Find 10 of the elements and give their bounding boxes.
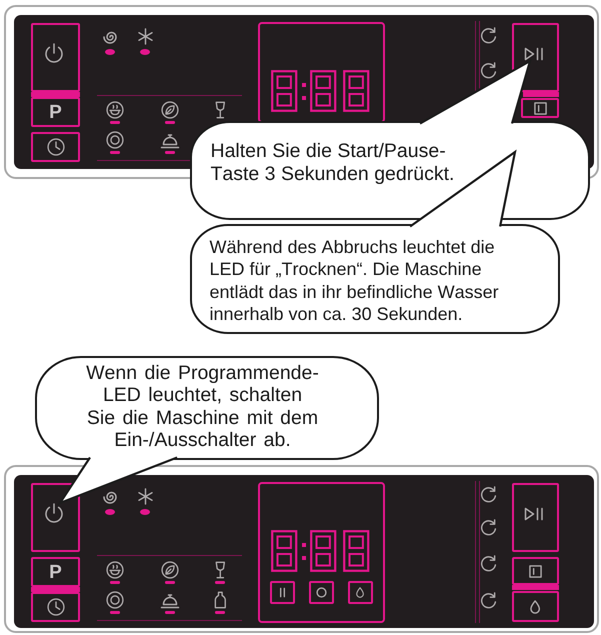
callout-text: Wenn die Programmende-LED leuchtet, schalten Sie die Maschine mit dem Ein-/Ausschalter ab. — [86, 362, 319, 452]
program-button: P — [31, 97, 80, 127]
speech-bubble-tail — [418, 58, 532, 125]
callout-text: Während des Abbruchs leuchtet die LED für „Trocknen“. Die Maschine entlädt das in ihr befindliche Wasser innerhalb von ca. 30 Sekunden. — [210, 236, 500, 326]
power-icon — [44, 503, 64, 523]
speech-bubble-tail — [409, 150, 517, 228]
program-button: P — [31, 557, 80, 587]
callout-text: Halten Sie die Start/Pause-Taste 3 Sekunden gedrückt. — [210, 140, 456, 186]
speech-bubble-tail — [57, 456, 178, 506]
play-pause-icon — [524, 47, 544, 61]
